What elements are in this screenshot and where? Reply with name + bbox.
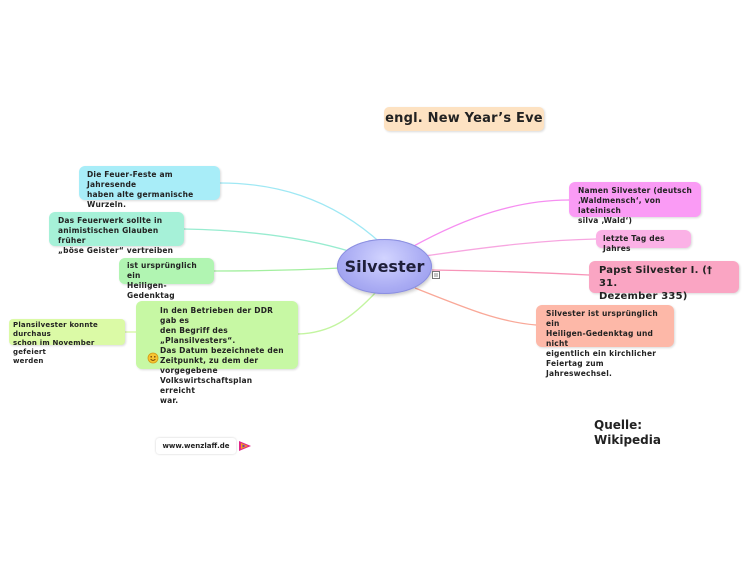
text-line: In den Betrieben der DDR gab es [160, 306, 274, 325]
node-feuer-feste[interactable]: Die Feuer-Feste am Jahresende haben alte… [79, 166, 220, 209]
text-line: Namen Silvester (deutsch [578, 186, 693, 195]
text-line: den Begriff des „Plansilvesters“. [160, 326, 236, 345]
node-new-years-eve-label: engl. New Year’s Eve [385, 111, 543, 126]
text-line: Das Datum bezeichnete den [160, 346, 284, 355]
text-line: eigentlich ein kirchlicher [546, 349, 657, 358]
link-ddr [297, 289, 379, 335]
source-note-line: Quelle: [594, 418, 643, 432]
node-papst-silvester[interactable]: Papst Silvester I. († 31. Dezember 335) [589, 261, 739, 302]
link-heilig [414, 287, 537, 326]
node-heiligen-gedenktag[interactable]: Silvester ist ursprünglich ein Heiligen-… [536, 305, 674, 378]
link-namen [411, 199, 570, 248]
link-papst [431, 269, 590, 276]
text-line: Das Feuerwerk sollte in [58, 216, 163, 225]
text-line: Papst Silvester I. († 31. [599, 265, 713, 289]
text-line: Zeitpunkt, zu dem der [160, 356, 259, 365]
text-line: haben alte germanische [87, 190, 194, 199]
node-new-years-eve[interactable]: engl. New Year’s Eve [384, 107, 544, 131]
footer-link-label: www.wenzlaff.de [162, 442, 230, 450]
node-plansilvester-november[interactable]: Plansilvester konnte durchaus schon im N… [9, 319, 125, 365]
text-line: vorgegebene [160, 366, 218, 375]
text-line: ist ursprünglich ein [127, 261, 197, 280]
text-line: letzte Tag des Jahres [603, 234, 665, 253]
source-note: Quelle: Wikipedia [594, 418, 661, 448]
node-namen-silvester[interactable]: Namen Silvester (deutsch ‚Waldmensch‘, v… [569, 182, 701, 225]
node-feuerwerk[interactable]: Das Feuerwerk sollte in animistischen Gl… [49, 212, 184, 255]
text-line: Heiligen-Gedenktag und nicht [546, 329, 654, 348]
wenzlaff-logo-icon [239, 441, 251, 451]
text-line: silva ‚Wald‘) [578, 216, 633, 225]
link-feuerwerk [183, 228, 353, 253]
text-line: Heiligen-Gedenktag [127, 281, 175, 300]
text-line: werden [13, 357, 44, 365]
link-feuer [219, 182, 386, 248]
central-topic-label: Silvester [344, 257, 425, 276]
note-icon[interactable] [432, 271, 440, 279]
node-letzte-tag[interactable]: letzte Tag des Jahres [596, 230, 691, 253]
node-ddr-plansilvester[interactable]: In den Betrieben der DDR gab es den Begr… [136, 301, 298, 405]
link-tag [424, 238, 597, 257]
text-line: Volkswirtschaftsplan erreicht [160, 376, 253, 395]
central-topic[interactable]: Silvester [337, 239, 432, 294]
text-line: Plansilvester konnte durchaus [13, 321, 98, 338]
footer-link[interactable]: www.wenzlaff.de [156, 438, 236, 454]
text-line: ‚Waldmensch‘, von lateinisch [578, 196, 661, 215]
link-ursprung [213, 267, 341, 272]
text-line: animistischen Glauben früher [58, 226, 159, 245]
text-line: Dezember 335) [599, 291, 688, 302]
node-urspruenglich[interactable]: ist ursprünglich ein Heiligen-Gedenktag [119, 258, 214, 300]
text-line: war. [160, 396, 179, 405]
text-line: Die Feuer-Feste am Jahresende [87, 170, 173, 189]
source-note-line: Wikipedia [594, 433, 661, 447]
smiley-icon [147, 352, 159, 364]
text-line: Silvester ist ursprünglich ein [546, 309, 658, 328]
text-line: Feiertag zum Jahreswechsel. [546, 359, 613, 378]
text-line: Wurzeln. [87, 200, 127, 209]
text-line: schon im November gefeiert [13, 339, 95, 356]
text-line: „böse Geister“ vertreiben [58, 246, 174, 255]
